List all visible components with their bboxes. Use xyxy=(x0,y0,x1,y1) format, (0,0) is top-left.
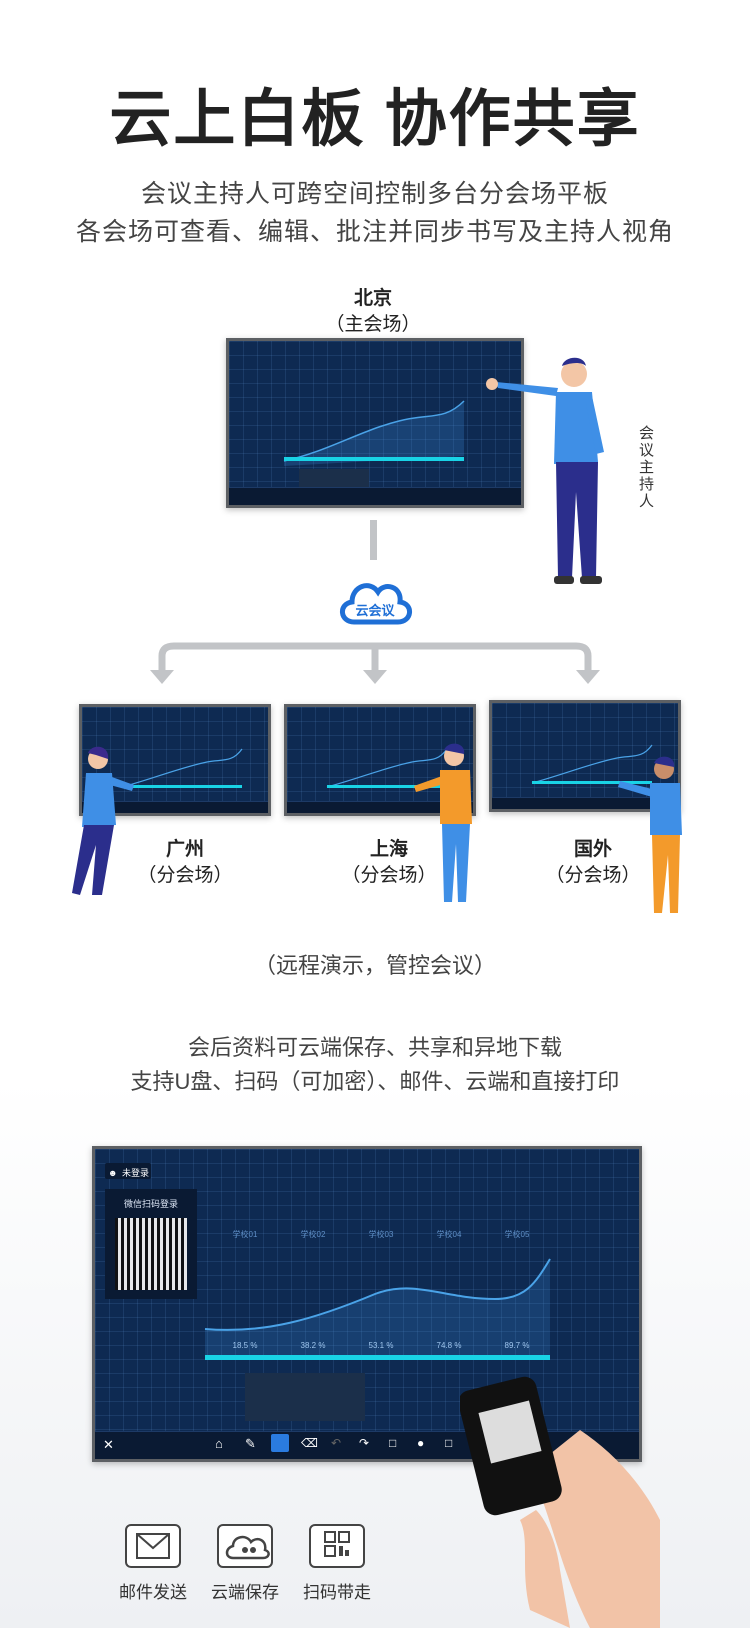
main-board-toolbar xyxy=(229,486,521,505)
shapes-icon[interactable] xyxy=(271,1434,289,1452)
branch-sub: （分会场） xyxy=(137,865,233,886)
branch-label-overseas: 国外 （分会场） xyxy=(538,837,648,889)
column-head: 学校04 xyxy=(436,1230,462,1239)
overseas-person-figure xyxy=(618,756,682,913)
feature-label-mail: 邮件发送 xyxy=(119,1583,187,1602)
large-board-chart xyxy=(204,1258,551,1421)
branch-sub: （分会场） xyxy=(341,865,437,886)
add-icon[interactable]: ● xyxy=(417,1436,425,1450)
host-person-figure xyxy=(486,357,604,584)
cloud-icon xyxy=(340,583,412,625)
column-value: 74.8 % xyxy=(436,1341,462,1350)
main-site-sub: （主会场） xyxy=(325,314,421,335)
intro-line-1: 会议主持人可跨空间控制多台分会场平板 xyxy=(140,180,609,208)
wechat-login-title: 微信扫码登录 xyxy=(123,1199,178,1209)
user-icon: ☻ xyxy=(108,1168,118,1178)
large-whiteboard-screen: ☻ 未登录 微信扫码登录 学校01 学校02 学校03 学校04 学校05 18… xyxy=(92,1146,642,1462)
wechat-login-panel: 微信扫码登录 xyxy=(105,1189,197,1299)
feature-label-cloud: 云端保存 xyxy=(211,1583,279,1602)
branch-name: 广州 xyxy=(165,839,204,860)
page-title: 云上白板 协作共享 xyxy=(109,85,641,154)
cloud-users-icon[interactable] xyxy=(217,1524,273,1568)
login-badge[interactable]: ☻ 未登录 xyxy=(105,1163,151,1179)
column-head: 学校03 xyxy=(368,1230,394,1239)
undo-icon[interactable]: ↶ xyxy=(331,1436,342,1450)
qr-code-icon[interactable] xyxy=(115,1218,187,1290)
main-site-label: 北京 （主会场） xyxy=(318,286,428,338)
phone-in-hand-graphic xyxy=(460,1376,660,1628)
host-label: 会议主持人 xyxy=(637,425,654,510)
section2-line-1: 会后资料可云端保存、共享和异地下载 xyxy=(187,1035,562,1060)
pen-icon[interactable]: ✎ xyxy=(245,1436,256,1451)
branch-name: 国外 xyxy=(573,839,612,860)
branch-board-guangzhou xyxy=(79,704,271,816)
cloud-label: 云会议 xyxy=(355,603,395,618)
branch-sub: （分会场） xyxy=(545,865,641,886)
remote-caption: （远程演示，管控会议） xyxy=(253,953,496,978)
close-icon[interactable]: ✕ xyxy=(103,1437,114,1452)
login-badge-text: 未登录 xyxy=(121,1168,149,1178)
column-head: 学校02 xyxy=(300,1230,326,1239)
column-value: 38.2 % xyxy=(300,1341,326,1350)
column-value: 89.7 % xyxy=(504,1341,530,1350)
branch-board-overseas xyxy=(489,700,681,812)
guangzhou-person-figure xyxy=(72,746,134,895)
column-value: 53.1 % xyxy=(368,1341,394,1350)
branch-label-shanghai: 上海 （分会场） xyxy=(334,837,444,889)
main-board-chart-graphic xyxy=(283,400,465,491)
column-value: 18.5 % xyxy=(232,1341,258,1350)
branch-name: 上海 xyxy=(369,839,408,860)
redo-icon[interactable]: ↷ xyxy=(359,1436,370,1450)
main-site-name: 北京 xyxy=(353,288,392,309)
eraser-icon[interactable]: ⌫ xyxy=(301,1436,318,1450)
main-whiteboard-screen xyxy=(226,338,524,508)
intro-line-2: 各会场可查看、编辑、批注并同步书写及主持人视角 xyxy=(75,218,674,246)
section2-line-2: 支持U盘、扫码（可加密）、邮件、云端和直接打印 xyxy=(130,1069,620,1094)
mail-icon[interactable] xyxy=(125,1524,181,1568)
column-head: 学校05 xyxy=(504,1230,530,1239)
connector-line xyxy=(370,520,377,560)
shanghai-person-figure xyxy=(414,743,472,902)
branch-arrows xyxy=(150,642,600,684)
home-icon[interactable]: ⌂ xyxy=(215,1436,223,1451)
qr-code-icon[interactable] xyxy=(309,1524,365,1568)
square-icon[interactable]: □ xyxy=(445,1436,453,1450)
branch-label-guangzhou: 广州 （分会场） xyxy=(130,837,240,889)
crop-icon[interactable]: □ xyxy=(389,1436,397,1450)
feature-label-qr: 扫码带走 xyxy=(303,1583,371,1602)
phone-qr-code-icon xyxy=(478,1400,542,1464)
column-head: 学校01 xyxy=(232,1230,258,1239)
